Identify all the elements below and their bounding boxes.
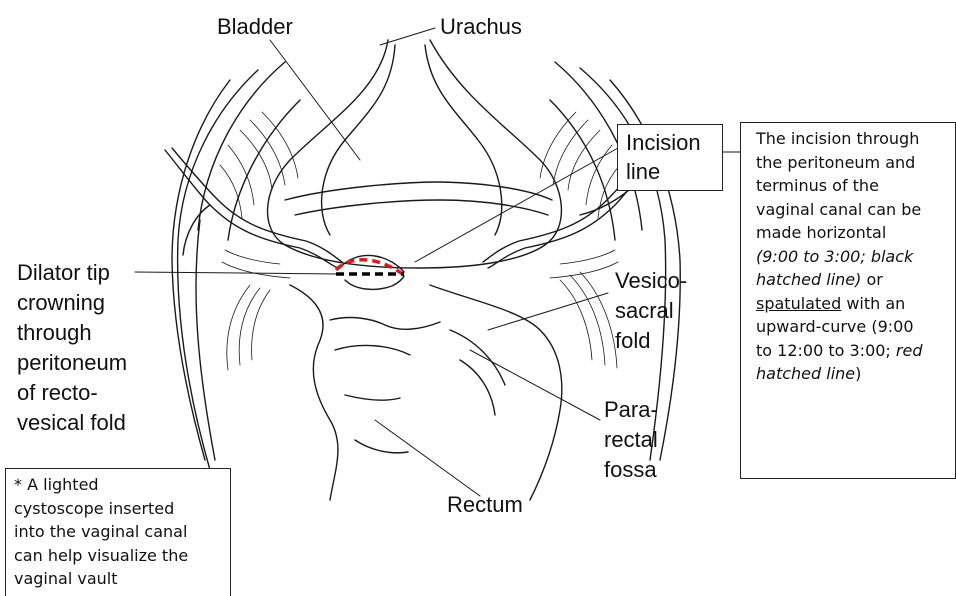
- bladder-shape: [268, 40, 562, 268]
- note-line: hatched line): [756, 362, 955, 386]
- note-line: to 12:00 to 3:00; red: [756, 339, 955, 363]
- label-para-2: rectal: [604, 427, 658, 453]
- note-italic: hatched line): [756, 270, 861, 289]
- note-italic: red: [896, 341, 923, 360]
- label-vesico-2: sacral: [615, 298, 674, 324]
- label-vesico-3: fold: [615, 328, 650, 354]
- label-incision-line-2: line: [626, 159, 660, 185]
- note-line: made horizontal: [756, 221, 955, 245]
- note-line: vaginal vault: [14, 567, 230, 591]
- label-dilator-1: Dilator tip: [17, 260, 110, 286]
- note-text: with an: [841, 294, 905, 313]
- note-line: spatulated with an: [756, 292, 955, 316]
- note-line: (9:00 to 3:00; black: [756, 245, 955, 269]
- label-para-1: Para-: [604, 397, 658, 423]
- note-underlined: spatulated: [756, 294, 841, 313]
- cystoscope-note-box: * A lighted cystoscope inserted into the…: [5, 468, 231, 596]
- note-text: ): [855, 364, 861, 383]
- note-line: upward-curve (9:00: [756, 315, 955, 339]
- note-line: The incision through: [756, 127, 955, 151]
- vesico-sacral-folds: [227, 272, 617, 370]
- note-line: terminus of the: [756, 174, 955, 198]
- label-dilator-2: crowning: [17, 290, 105, 316]
- note-italic: (9:00 to 3:00; black: [756, 247, 913, 266]
- note-text: or: [861, 270, 882, 289]
- note-line: cystoscope inserted: [14, 497, 230, 521]
- note-line: into the vaginal canal: [14, 520, 230, 544]
- label-dilator-4: peritoneum: [17, 350, 127, 376]
- label-urachus: Urachus: [440, 14, 522, 40]
- note-line: the peritoneum and: [756, 151, 955, 175]
- label-incision-line-1: Incision: [626, 130, 701, 156]
- label-dilator-3: through: [17, 320, 92, 346]
- note-line: * A lighted: [14, 473, 230, 497]
- note-text: to 12:00 to 3:00;: [756, 341, 896, 360]
- note-line: vaginal canal can be: [756, 198, 955, 222]
- incision-line-box: Incision line: [617, 124, 723, 191]
- label-bladder: Bladder: [217, 14, 293, 40]
- left-pelvic-wall: [172, 62, 300, 470]
- label-rectum: Rectum: [447, 492, 523, 518]
- label-dilator-5: of recto-: [17, 380, 98, 406]
- label-vesico-1: Vesico-: [615, 268, 687, 294]
- rectum-shape: [290, 285, 562, 500]
- label-dilator-6: vesical fold: [17, 410, 126, 436]
- incision-note-box: The incision through the peritoneum and …: [740, 122, 956, 479]
- label-para-3: fossa: [604, 457, 657, 483]
- note-line: can help visualize the: [14, 544, 230, 568]
- note-line: hatched line) or: [756, 268, 955, 292]
- leader-lines: [135, 28, 740, 496]
- note-italic: hatched line: [756, 364, 855, 383]
